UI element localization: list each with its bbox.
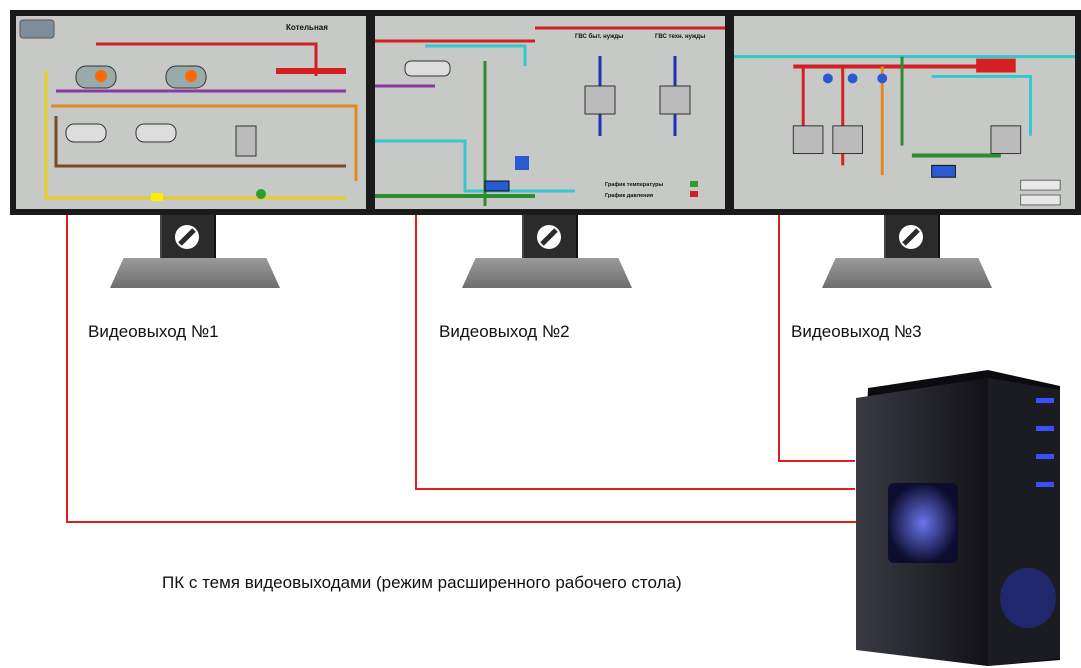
heating-scheme bbox=[734, 55, 1075, 206]
monitor-2-base bbox=[462, 258, 632, 288]
svg-text:График температуры: График температуры bbox=[605, 181, 664, 188]
cable-2-horizontal bbox=[415, 488, 855, 490]
svg-text:ГВС быт. нужды: ГВС быт. нужды bbox=[575, 33, 623, 40]
monitor-3-screen bbox=[734, 16, 1075, 209]
screen-title-boiler: Котельная bbox=[286, 23, 328, 32]
hot-water-scheme: ГВС быт. нужды ГВС техн. нужды График те… bbox=[375, 26, 725, 206]
cable-3-horizontal bbox=[778, 460, 855, 462]
cable-1-vertical bbox=[66, 215, 68, 523]
video-output-1-label: Видеовыход №1 bbox=[88, 322, 219, 341]
monitor-1-base bbox=[110, 258, 280, 288]
monitor-3 bbox=[728, 10, 1081, 215]
boiler-room-scheme: Котельная bbox=[19, 19, 358, 201]
monitor-3-logo-icon bbox=[899, 225, 923, 249]
cable-3-vertical bbox=[778, 215, 780, 462]
video-output-3-label: Видеовыход №3 bbox=[791, 322, 922, 341]
logo-icon bbox=[19, 19, 55, 39]
monitor-2-logo-icon bbox=[537, 225, 561, 249]
pc-case-icon bbox=[856, 370, 1060, 666]
monitor-2: ГВС быт. нужды ГВС техн. нужды График те… bbox=[369, 10, 731, 215]
monitor-3-base bbox=[822, 258, 992, 288]
svg-text:График давления: График давления bbox=[605, 192, 653, 199]
svg-text:ГВС техн. нужды: ГВС техн. нужды bbox=[655, 34, 705, 40]
cable-1-horizontal bbox=[66, 521, 856, 523]
monitor-2-screen: ГВС быт. нужды ГВС техн. нужды График те… bbox=[375, 16, 725, 209]
pc-caption: ПК с темя видеовыходами (режим расширенн… bbox=[162, 573, 682, 592]
cable-2-vertical bbox=[415, 215, 417, 490]
video-output-2-label: Видеовыход №2 bbox=[439, 322, 570, 341]
monitor-1-logo-icon bbox=[175, 225, 199, 249]
monitor-1: Котельная bbox=[10, 10, 372, 215]
monitor-1-screen: Котельная bbox=[16, 16, 366, 209]
